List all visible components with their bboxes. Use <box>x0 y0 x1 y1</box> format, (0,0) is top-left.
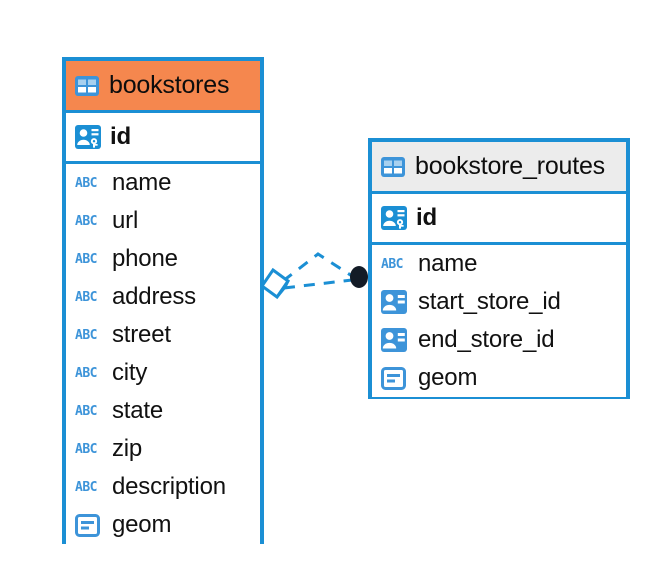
foreign-key-icon <box>381 290 409 314</box>
primary-key-section-bookstore-routes: id <box>372 194 626 245</box>
attribute-label: state <box>112 397 164 424</box>
abc-text-icon: ABC <box>75 327 97 343</box>
relationship-diamond-endpoint <box>259 267 291 300</box>
attribute-row[interactable]: ABC address <box>66 278 260 316</box>
foreign-key-icon <box>381 328 409 352</box>
attribute-label: description <box>112 473 226 500</box>
attribute-section-bookstores: ABC name ABC url ABC phone ABC address A… <box>66 164 260 544</box>
abc-text-icon: ABC <box>75 403 97 419</box>
primary-key-icon <box>381 206 407 230</box>
attribute-row[interactable]: id <box>66 113 260 161</box>
attribute-label: url <box>112 207 139 234</box>
abc-text-icon: ABC <box>75 365 97 381</box>
entity-table-bookstore-routes[interactable]: bookstore_routes <box>368 138 630 399</box>
attribute-row[interactable]: ABC zip <box>66 430 260 468</box>
attribute-label: id <box>110 123 131 150</box>
entity-title-bookstores: bookstores <box>109 71 230 99</box>
attribute-label: address <box>112 283 196 310</box>
attribute-label: end_store_id <box>418 326 555 353</box>
relationship-circle-endpoint <box>350 266 368 288</box>
entity-header-bookstore-routes[interactable]: bookstore_routes <box>372 142 626 194</box>
abc-text-icon: ABC <box>75 213 97 229</box>
attribute-label: street <box>112 321 171 348</box>
table-icon <box>381 156 405 177</box>
attribute-row[interactable]: ABC phone <box>66 240 260 278</box>
abc-text-icon: ABC <box>75 289 97 305</box>
attribute-row[interactable]: ABC description <box>66 468 260 506</box>
attribute-row[interactable]: ABC url <box>66 202 260 240</box>
geometry-icon <box>381 366 409 390</box>
attribute-section-bookstore-routes: ABC name start_store_id <box>372 245 626 397</box>
attribute-label: geom <box>418 364 478 391</box>
attribute-label: city <box>112 359 148 386</box>
entity-title-bookstore-routes: bookstore_routes <box>415 152 605 180</box>
attribute-row[interactable]: ABC street <box>66 316 260 354</box>
abc-text-icon: ABC <box>75 251 97 267</box>
geometry-icon <box>75 513 103 537</box>
attribute-label: phone <box>112 245 178 272</box>
abc-text-icon: ABC <box>75 441 97 457</box>
attribute-row[interactable]: end_store_id <box>372 321 626 359</box>
abc-text-icon: ABC <box>75 175 97 191</box>
attribute-row[interactable]: ABC state <box>66 392 260 430</box>
attribute-label: zip <box>112 435 143 462</box>
abc-text-icon: ABC <box>75 479 97 495</box>
entity-header-bookstores[interactable]: bookstores <box>66 61 260 113</box>
primary-key-section-bookstores: id <box>66 113 260 164</box>
attribute-label: id <box>416 204 437 231</box>
attribute-label: name <box>418 250 478 277</box>
attribute-row[interactable]: ABC name <box>66 164 260 202</box>
relationship-line-lower <box>283 278 353 290</box>
attribute-row[interactable]: geom <box>66 506 260 544</box>
table-icon <box>75 75 99 96</box>
primary-key-icon <box>75 125 101 149</box>
entity-table-bookstores[interactable]: bookstores id <box>62 57 264 544</box>
attribute-label: name <box>112 169 172 196</box>
attribute-label: start_store_id <box>418 288 561 315</box>
attribute-row[interactable]: id <box>372 194 626 242</box>
attribute-label: geom <box>112 511 172 538</box>
attribute-row[interactable]: ABC city <box>66 354 260 392</box>
attribute-row[interactable]: start_store_id <box>372 283 626 321</box>
attribute-row[interactable]: geom <box>372 359 626 397</box>
relationship-line-upper <box>282 252 353 283</box>
attribute-row[interactable]: ABC name <box>372 245 626 283</box>
abc-text-icon: ABC <box>381 256 403 272</box>
